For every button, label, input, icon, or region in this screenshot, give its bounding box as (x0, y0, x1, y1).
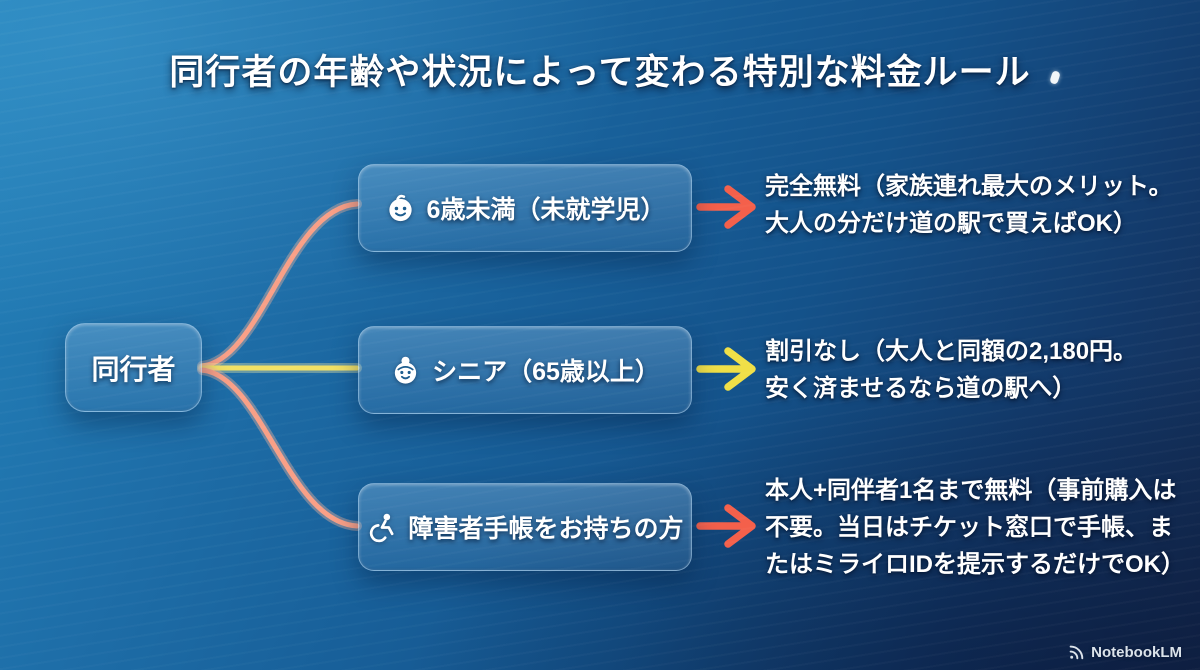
arrow-disability-shape (696, 504, 756, 548)
arrow-child (696, 185, 756, 229)
connector-child (199, 201, 360, 369)
branch-label: 障害者手帳をお持ちの方 (408, 515, 684, 543)
branch-label: 6歳未満（未就学児） (426, 196, 666, 224)
connector-glow-child (197, 199, 362, 371)
arrow-child-shape (696, 185, 756, 229)
branch-box-disability: 障害者手帳をお持ちの方 (358, 483, 692, 571)
branch-box-under-6: 6歳未満（未就学児） (358, 164, 692, 252)
notebooklm-label: NotebookLM (1091, 643, 1182, 661)
result-text-senior: 割引なし（大人と同額の2,180円。 安く済ませるなら道の駅へ） (765, 338, 1138, 402)
arrow-disability (696, 504, 756, 548)
arrow-senior-shape (696, 347, 756, 391)
branch-label: シニア（65歳以上） (432, 358, 660, 386)
baby-face-icon (388, 194, 412, 221)
result-text-under-6: 完全無料（家族連れ最大のメリット。 大人の分だけ道の駅で買えばOK） (765, 173, 1173, 237)
connector-disability (199, 367, 360, 529)
senior-face-icon (394, 356, 417, 384)
notebooklm-badge: NotebookLM (1067, 643, 1182, 661)
root-node-companion: 同行者 (65, 323, 202, 412)
page-title: 同行者の年齢や状況によって変わる特別な料金ルール (169, 53, 1031, 92)
arrow-senior (696, 347, 756, 391)
connector-glow-disability (197, 365, 362, 531)
branch-box-senior: シニア（65歳以上） (358, 326, 692, 414)
result-text-disability: 本人+同伴者1名まで無料（事前購入は 不要。当日はチケット窓口で手帳、ま たはミ… (765, 477, 1185, 578)
notebooklm-logo-icon (1069, 645, 1084, 660)
wheelchair-icon (370, 513, 394, 542)
root-node-label: 同行者 (91, 353, 176, 385)
